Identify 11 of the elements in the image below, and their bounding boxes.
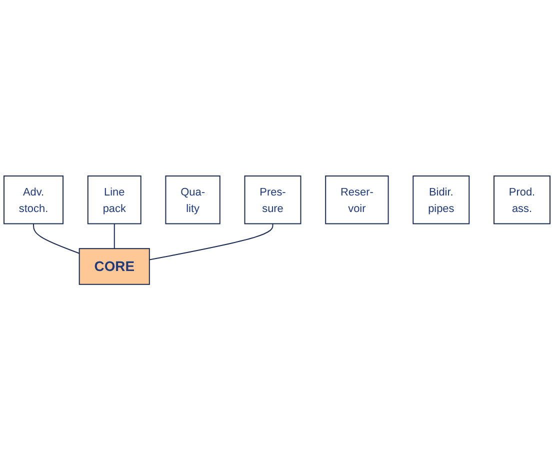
node-box: Pres- sure xyxy=(244,176,302,225)
node-box: Line pack xyxy=(87,176,142,225)
node-box: CORE xyxy=(78,248,150,286)
connector xyxy=(33,224,80,254)
connector xyxy=(148,224,274,261)
node-box: Qua- lity xyxy=(165,176,220,225)
node-box: Prod. ass. xyxy=(494,176,550,225)
node-box: Adv. stoch. xyxy=(4,176,64,225)
node-box: Bidir. pipes xyxy=(412,176,470,225)
node-box: Reser- voir xyxy=(325,176,389,225)
connector xyxy=(114,224,115,250)
